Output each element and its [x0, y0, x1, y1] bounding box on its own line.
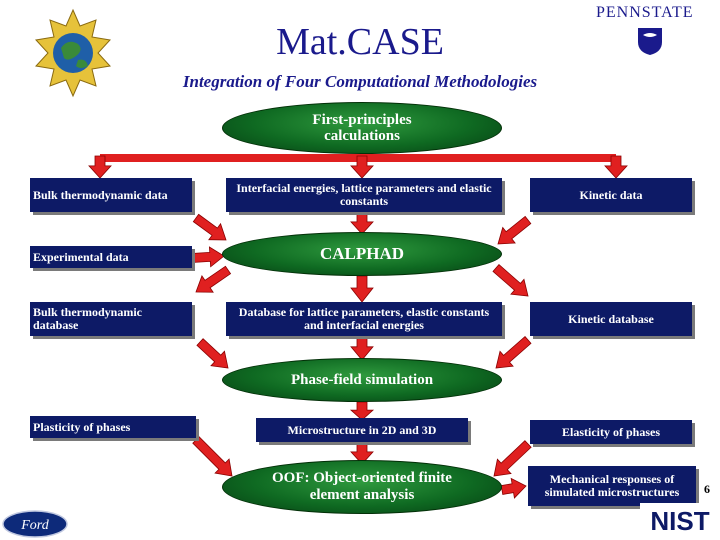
node-bulk-thermo-db-label: Bulk thermodynamic database [33, 305, 143, 332]
arrow-interfacial-to-calphad [350, 211, 374, 235]
arrow-phase-field-to-microstructure [349, 401, 375, 421]
node-kinetic-db: Kinetic database [530, 302, 692, 336]
page-title: Mat.CASE [276, 21, 444, 63]
node-mechanical: Mechanical responses of simulated micros… [528, 466, 696, 506]
arrow-oof-to-mechanical [500, 477, 527, 499]
node-experimental-data: Experimental data [30, 246, 192, 268]
node-interfacial-label: Interfacial energies, lattice parameters… [236, 181, 492, 208]
ford-logo: Ford [2, 510, 68, 538]
node-phase-field-label: Phase-field simulation [290, 371, 434, 388]
arrow-experimental-to-calphad [191, 246, 225, 268]
pennstate-shield-icon [638, 28, 662, 55]
arrow-elasticity-to-oof [493, 440, 532, 477]
node-kinetic-data-label: Kinetic data [579, 187, 643, 202]
node-kinetic-data: Kinetic data [530, 178, 692, 212]
arrow-kinetic-to-calphad [497, 215, 532, 245]
node-bulk-thermo-data-label: Bulk thermodynamic data [33, 187, 168, 202]
ford-logo-text: Ford [20, 518, 49, 533]
node-phase-field: Phase-field simulation [222, 358, 502, 402]
arrow-lattice-db-to-phase-field [350, 335, 374, 361]
node-first-principles: First-principles calculations [222, 102, 502, 154]
node-lattice-db: Database for lattice parameters, elastic… [226, 302, 502, 336]
nist-logo-text: NIST [650, 506, 709, 536]
arrow-calphad-to-bulk-db [195, 265, 232, 293]
arrow-microstructure-to-oof [350, 441, 374, 465]
matcase-emblem-logo [35, 8, 111, 98]
pennstate-logo-text: PENNSTATE [596, 4, 694, 21]
node-microstructure: Microstructure in 2D and 3D [256, 418, 468, 442]
arrow-bulk-db-to-phase-field [196, 338, 229, 369]
arrow-kinetic-db-to-phase-field [495, 336, 532, 369]
page-number: 6 [704, 482, 710, 496]
node-bulk-thermo-db: Bulk thermodynamic database [30, 302, 192, 336]
page-subtitle: Integration of Four Computational Method… [182, 72, 538, 91]
node-experimental-data-label: Experimental data [33, 249, 129, 264]
node-first-principles-label: First-principles calculations [312, 112, 412, 144]
nist-logo: NIST [640, 503, 718, 537]
node-plasticity-label: Plasticity of phases [33, 419, 131, 434]
node-elasticity: Elasticity of phases [530, 420, 692, 444]
node-oof: OOF: Object-oriented finite element anal… [222, 460, 502, 514]
node-calphad-label: CALPHAD [319, 244, 405, 263]
node-lattice-db-label: Database for lattice parameters, elastic… [238, 305, 490, 332]
node-microstructure-label: Microstructure in 2D and 3D [287, 422, 437, 437]
arrow-bulk-to-calphad [192, 213, 227, 241]
node-plasticity: Plasticity of phases [30, 416, 196, 438]
arrow-calphad-to-lattice-db [350, 275, 374, 303]
arrow-to-bulk-thermo-data [88, 155, 112, 179]
node-bulk-thermo-data: Bulk thermodynamic data [30, 178, 192, 212]
node-oof-label: OOF: Object-oriented finite element anal… [272, 470, 452, 503]
arrow-to-interfacial [350, 155, 374, 179]
node-elasticity-label: Elasticity of phases [561, 424, 660, 439]
arrow-calphad-to-kinetic-db [492, 264, 529, 297]
node-calphad: CALPHAD [222, 232, 502, 276]
arrow-plasticity-to-oof [192, 436, 233, 477]
node-interfacial: Interfacial energies, lattice parameters… [226, 178, 502, 212]
arrow-to-kinetic-data [604, 155, 628, 179]
node-mechanical-label: Mechanical responses of simulated micros… [544, 472, 680, 499]
node-kinetic-db-label: Kinetic database [568, 311, 654, 326]
